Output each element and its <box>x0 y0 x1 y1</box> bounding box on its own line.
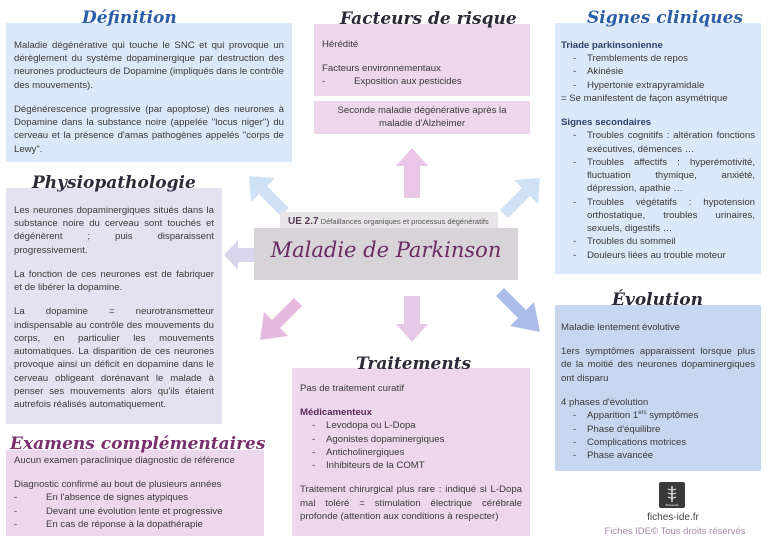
ue-label-box: UE 2.7 Défaillances organiques et proces… <box>280 212 498 232</box>
triad-title: Triade parkinsonienne <box>561 40 663 51</box>
medication-item: Levodopa ou L-Dopa <box>300 419 522 432</box>
physio-paragraph-3: La dopamine = neurotransmetteur indispen… <box>14 306 214 411</box>
exams-item: En cas de réponse à la dopathérapie <box>14 518 256 531</box>
exams-paragraph-2: Diagnostic confirmé au bout de plusieurs… <box>14 479 222 491</box>
risk-pesticides: Exposition aux pesticides <box>322 75 522 88</box>
physio-paragraph-2: La fonction de ces neurones est de fabri… <box>14 268 214 294</box>
medication-item: Anticholinergiques <box>300 446 522 459</box>
secondary-sign: Troubles végétatifs : hypotension orthos… <box>561 196 755 236</box>
risk-note-box: Seconde maladie dégénérative après la ma… <box>314 101 530 134</box>
arrow-up-icon <box>396 148 428 198</box>
treatments-curative: Pas de traitement curatif <box>300 383 404 394</box>
risk-factors-title: Facteurs de risque <box>340 9 517 29</box>
footer-rights: Fiches IDE© Tous droits réservés <box>604 526 746 537</box>
footer-site[interactable]: fiches-ide.fr <box>647 512 699 523</box>
definition-title: Définition <box>82 8 177 28</box>
exams-item: Devant une évolution lente et progressiv… <box>14 505 256 518</box>
main-title: Maladie de Parkinson <box>270 238 502 262</box>
evolution-paragraph-2: 1ers symptômes apparaissent lorsque plus… <box>561 346 755 384</box>
risk-factors-box: Hérédité Facteurs environnementaux Expos… <box>314 24 530 96</box>
risk-heredity: Hérédité <box>322 39 359 50</box>
clinical-signs-box: Triade parkinsonienne Tremblements de re… <box>555 23 761 274</box>
surgical-treatment: Traitement chirurgical plus rare : indiq… <box>300 484 522 522</box>
main-title-box <box>254 228 518 280</box>
arrow-down-icon <box>396 296 428 342</box>
secondary-sign: Troubles affectifs : hyperémotivité, flu… <box>561 156 755 196</box>
exams-item: En l'absence de signes atypiques <box>14 491 256 504</box>
definition-paragraph-2: Dégénérescence progressive (par apoptose… <box>14 103 284 155</box>
exams-paragraph-1: Aucun examen paraclinique diagnostic de … <box>14 455 235 466</box>
medication-item: Agonistes dopaminergiques <box>300 433 522 446</box>
caduceus-icon <box>667 486 677 502</box>
risk-environment: Facteurs environnementaux <box>322 63 441 75</box>
exams-title: Examens complémentaires <box>10 434 266 454</box>
triad-item: Akinésie <box>561 65 755 78</box>
definition-box: Maladie dégénérative qui touche le SNC e… <box>6 23 292 162</box>
secondary-sign: Troubles du sommeil <box>561 235 755 248</box>
arrow-up-left-icon <box>249 176 289 216</box>
treatments-box: Pas de traitement curatif Médicamenteux … <box>292 368 530 536</box>
definition-paragraph-1: Maladie dégénérative qui touche le SNC e… <box>14 40 284 91</box>
risk-note: Seconde maladie dégénérative après la ma… <box>337 105 507 130</box>
triad-note: = Se manifestent de façon asymétrique <box>561 92 728 104</box>
ue-description: Défaillances organiques et processus dég… <box>320 217 489 226</box>
medication-title: Médicamenteux <box>300 407 372 419</box>
secondary-sign: Douleurs liées au trouble moteur <box>561 249 755 262</box>
physio-paragraph-1: Les neurones dopaminergiques situés dans… <box>14 205 214 256</box>
ue-code: UE 2.7 <box>288 216 319 227</box>
arrow-up-right-icon <box>500 178 540 218</box>
physiopathology-box: Les neurones dopaminergiques situés dans… <box>6 188 222 424</box>
evolution-phase: Complications motrices <box>561 436 755 449</box>
evolution-phase: Phase avancée <box>561 449 755 462</box>
evolution-box: Maladie lentement évolutive 1ers symptôm… <box>555 305 761 471</box>
treatments-title: Traitements <box>356 354 472 374</box>
evolution-title: Évolution <box>612 290 704 310</box>
physiopathology-title: Physiopathologie <box>32 173 196 193</box>
evolution-phase: Apparition 1ers symptômes <box>561 409 755 423</box>
exams-box: Aucun examen paraclinique diagnostic de … <box>6 450 264 536</box>
fiches-ide-logo: fiches-ide <box>659 482 685 508</box>
arrow-left-icon <box>224 240 254 270</box>
secondary-signs-title: Signes secondaires <box>561 117 652 129</box>
medication-item: Inhibiteurs de la COMT <box>300 459 522 472</box>
evolution-paragraph-1: Maladie lentement évolutive <box>561 322 680 333</box>
arrow-down-right-icon <box>496 288 540 332</box>
arrow-down-left-icon <box>260 298 302 340</box>
logo-text: fiches-ide <box>665 503 679 507</box>
clinical-signs-title: Signes cliniques <box>587 8 744 28</box>
triad-item: Hypertonie extrapyramidale <box>561 79 755 92</box>
triad-item: Tremblements de repos <box>561 52 755 65</box>
evolution-phases-title: 4 phases d'évolution <box>561 396 649 408</box>
evolution-phase: Phase d'équilibre <box>561 423 755 436</box>
secondary-sign: Troubles cognitifs : altération fonction… <box>561 129 755 155</box>
